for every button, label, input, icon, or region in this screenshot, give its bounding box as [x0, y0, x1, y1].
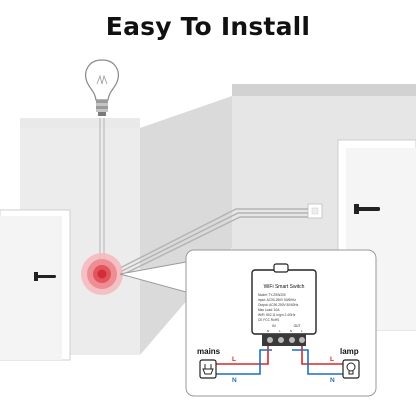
terminal-l-label: L [279, 329, 281, 333]
lamp-neutral-label: N [330, 377, 335, 384]
lamp-icon [342, 359, 360, 379]
device-spec-line: WiFi: 802.11 b/g/n 2.4GHz [258, 313, 296, 317]
device-spec-line: Max Load: 10A [258, 308, 280, 312]
device-spec-line: CE FCC RoHS [258, 318, 279, 322]
lamp-live-label: L [330, 356, 334, 363]
light-bulb-icon [85, 59, 119, 116]
terminal-n-label: N [267, 329, 269, 333]
device-spec-lines: Model: TY-ZSW200 Input: AC90-250V 50/60H… [258, 293, 299, 322]
mains-label: mains [197, 347, 221, 356]
wiring-lines [216, 346, 350, 375]
door-handle-icon [34, 272, 56, 281]
door-handle-icon [354, 204, 380, 214]
terminal-out-label: OUT [294, 324, 301, 328]
terminal-in-label: IN [272, 324, 276, 328]
wall-wires [119, 208, 308, 277]
device-spec-line: Input: AC90-250V 50/60Hz [258, 298, 296, 302]
mains-neutral-label: N [232, 377, 237, 384]
terminal-n-label: N [290, 329, 292, 333]
device-spec-line: Output: AC90-250V 50/60Hz [258, 303, 299, 307]
device-spec-line: Model: TY-ZSW200 [258, 293, 286, 297]
left-door [0, 209, 71, 361]
switch-location-marker [81, 253, 123, 295]
plug-icon [199, 359, 217, 379]
terminal-l-label: L [301, 329, 303, 333]
lamp-label: lamp [340, 347, 359, 356]
wall-switch-icon [307, 203, 323, 219]
smart-switch-device [251, 263, 317, 346]
middle-wall [140, 96, 232, 355]
page-title: Easy To Install [105, 12, 311, 41]
mains-live-label: L [232, 356, 236, 363]
device-name: WiFi Smart Switch [264, 284, 305, 290]
